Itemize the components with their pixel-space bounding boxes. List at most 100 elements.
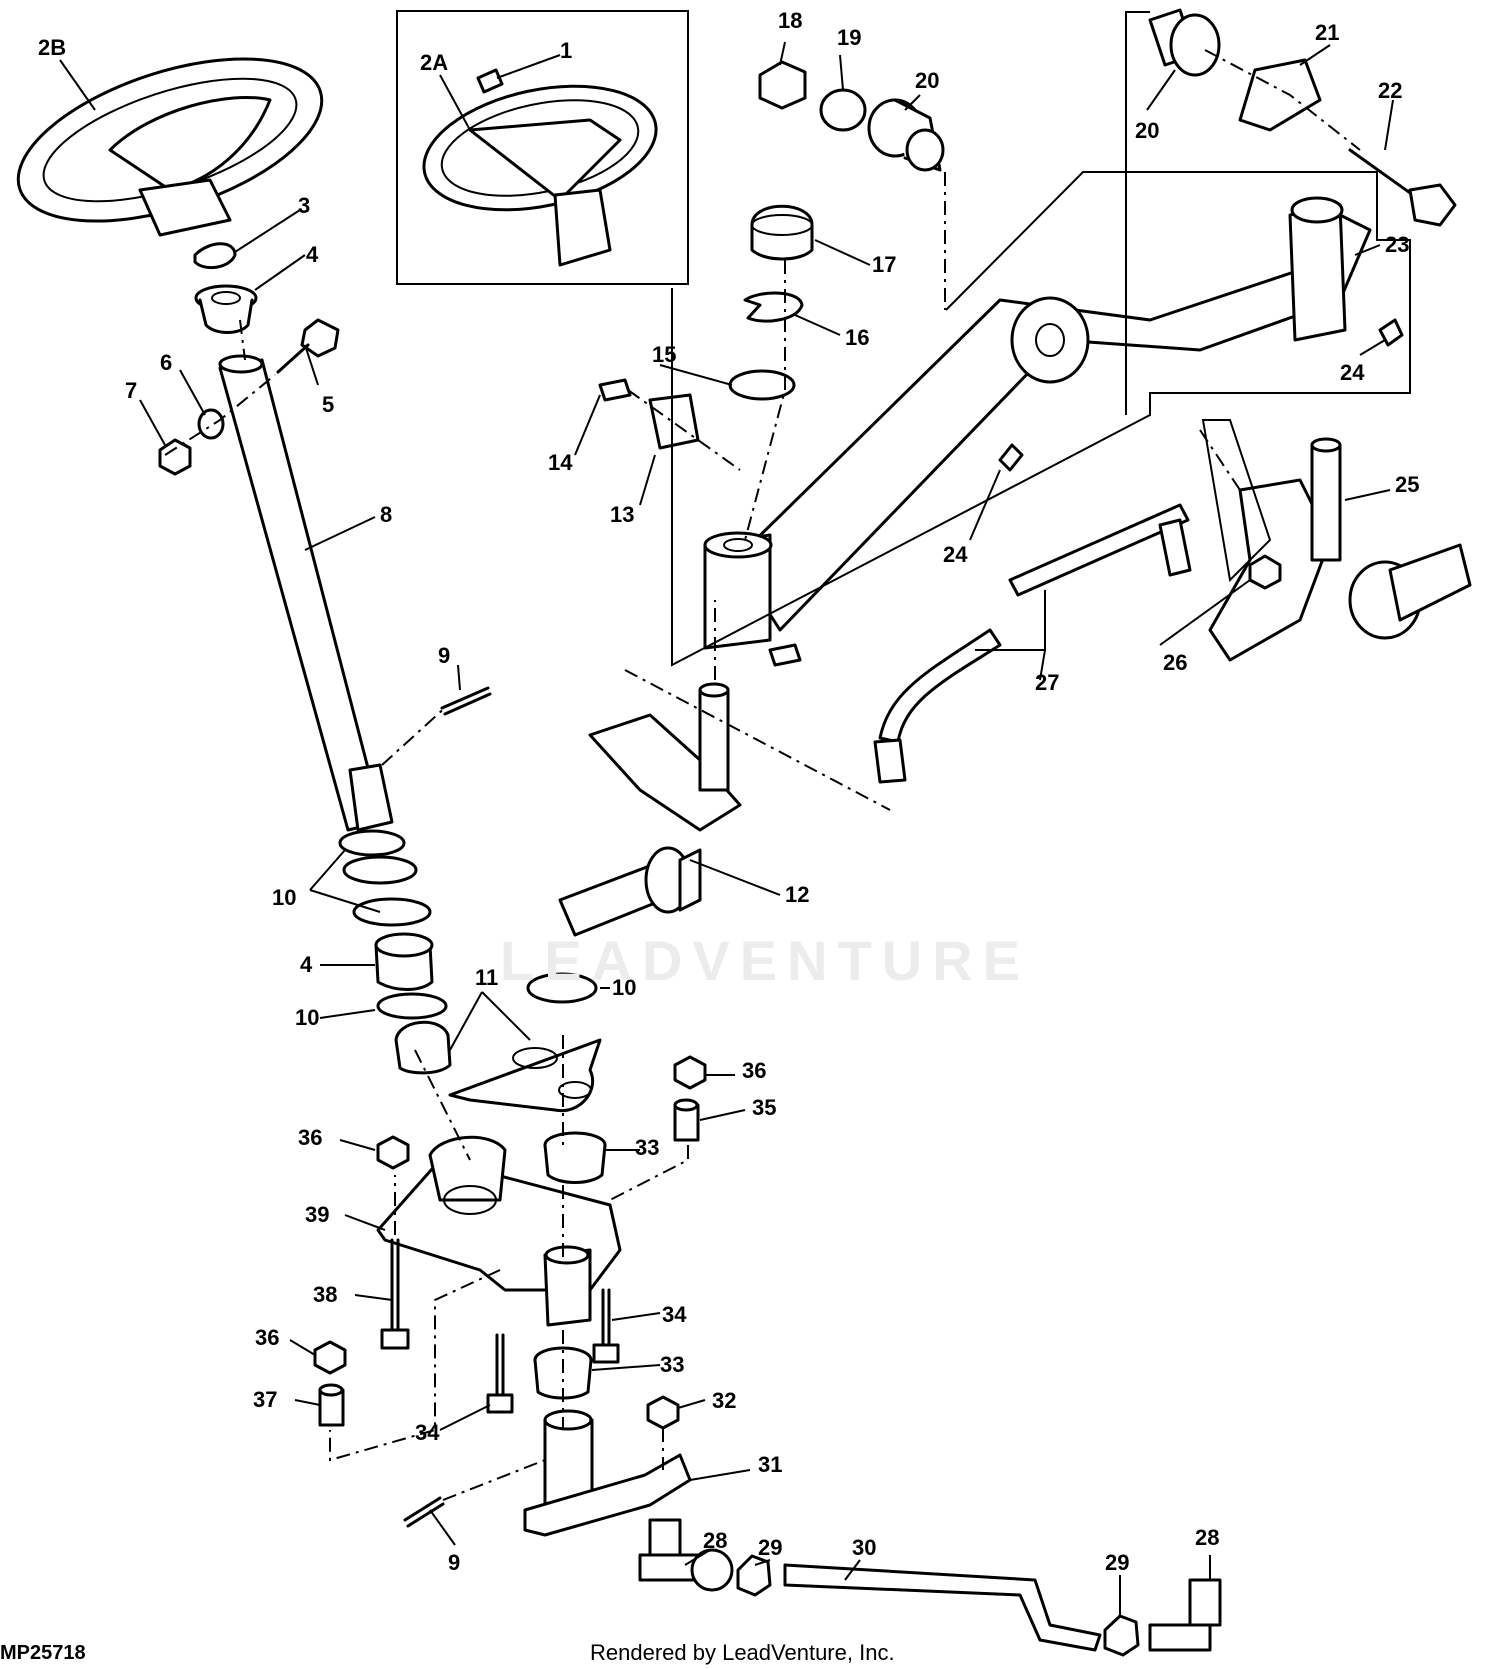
spacer-37 [318, 1383, 345, 1427]
callout-16: 16 [845, 325, 869, 350]
callout-39: 39 [305, 1202, 329, 1227]
steering-shaft-8 [218, 354, 394, 832]
watermark: LEADVENTURE [500, 929, 1031, 992]
spacer-35 [673, 1098, 700, 1142]
callout-21: 21 [1315, 20, 1339, 45]
leader-line [677, 1399, 706, 1409]
steering-wheel-2b [16, 57, 324, 237]
callout-6: 6 [160, 350, 172, 375]
spindle-25 [1208, 437, 1472, 662]
callout-37: 37 [253, 1387, 277, 1412]
washer-10-e [526, 972, 598, 1004]
grease-fitting-14 [598, 378, 632, 402]
diagram-reference-code: MP25718 [0, 1642, 86, 1664]
leader-line [1344, 489, 1391, 501]
nut-7 [158, 438, 192, 476]
washer-19 [819, 88, 867, 132]
leader-line [254, 254, 306, 291]
callout-18: 18 [778, 8, 802, 33]
callout-29-right: 29 [1105, 1550, 1129, 1575]
sector-gear-11 [394, 1020, 602, 1113]
leader-line [457, 664, 461, 691]
leader-line [699, 1109, 746, 1121]
leader-line [684, 1549, 711, 1566]
callout-10-stack: 10 [272, 885, 296, 910]
callout-1: 1 [560, 38, 572, 63]
callout-13: 13 [610, 502, 634, 527]
plate-21 [1238, 58, 1322, 132]
leader-lines [59, 41, 1394, 1615]
washer-10-d [376, 992, 448, 1020]
grease-fitting-24-center [998, 443, 1024, 472]
tie-rod-30 [783, 1563, 1102, 1652]
leader-line [339, 1139, 376, 1151]
callout-24-center: 24 [943, 542, 968, 567]
bushing-4-lower [374, 932, 434, 991]
bushing-20-left [867, 98, 945, 172]
callout-20-right: 20 [1135, 118, 1159, 143]
callout-36-left: 36 [298, 1125, 322, 1150]
leader-line [574, 394, 601, 456]
leader-line [689, 859, 781, 896]
washer-6 [197, 408, 225, 440]
steering-arm-31 [523, 1409, 692, 1537]
leader-line [309, 849, 381, 913]
callout-4-lower: 4 [300, 952, 313, 977]
leader-line [1146, 69, 1176, 111]
callout-25: 25 [1395, 472, 1419, 497]
callout-17: 17 [872, 252, 896, 277]
wheel-hub [553, 188, 612, 267]
callout-35: 35 [752, 1095, 776, 1120]
leader-line [689, 1469, 751, 1481]
nut-32 [646, 1395, 680, 1430]
callout-34-left: 34 [415, 1420, 440, 1445]
leader-line [1359, 339, 1386, 356]
washer-10-a [338, 829, 406, 857]
ball-joint-28-left [638, 1518, 734, 1592]
callout-33-upper: 33 [635, 1135, 659, 1160]
callout-7: 7 [125, 378, 137, 403]
nut-29-left [736, 1554, 772, 1597]
callout-38: 38 [313, 1282, 337, 1307]
cap-17 [750, 204, 814, 261]
cotter-pin-9-lower [403, 1496, 445, 1528]
leader-line [659, 364, 733, 386]
leader-line [496, 54, 561, 79]
leader-line [611, 1312, 661, 1321]
leader-line [439, 1404, 491, 1431]
leader-line [304, 344, 319, 386]
leader-line [449, 991, 531, 1051]
callout-19: 19 [837, 25, 861, 50]
leader-line [1039, 649, 1046, 681]
callout-3: 3 [298, 193, 310, 218]
leader-line [839, 54, 844, 91]
inset-steering-wheel-2a [396, 10, 689, 285]
leader-line [1299, 44, 1331, 66]
bolt-22 [1348, 148, 1457, 227]
grease-fitting-24-right [1378, 318, 1404, 347]
callout-10-right: 10 [612, 975, 636, 1000]
leader-line [1159, 579, 1251, 646]
callout-5: 5 [322, 392, 334, 417]
leader-line [429, 1509, 456, 1546]
nut-36-left [376, 1135, 410, 1170]
leader-line [139, 399, 166, 446]
callout-10-lower: 10 [295, 1005, 319, 1030]
washer-10-b [342, 855, 418, 885]
ball-joint-28-right [1148, 1578, 1222, 1652]
leader-line [779, 41, 786, 66]
inset-frame [396, 10, 689, 285]
nut-36-lower [313, 1340, 347, 1375]
leader-line [904, 94, 921, 111]
nut-36-right [673, 1055, 707, 1090]
e-clip-16 [743, 291, 804, 323]
decal-1 [476, 68, 504, 94]
nut-18 [758, 60, 807, 110]
callout-28-left: 28 [703, 1528, 727, 1553]
leader-line [1384, 99, 1394, 151]
callout-4-upper: 4 [306, 242, 319, 267]
leader-line [289, 1339, 316, 1356]
callout-36-right: 36 [742, 1058, 766, 1083]
leader-line [439, 74, 471, 131]
